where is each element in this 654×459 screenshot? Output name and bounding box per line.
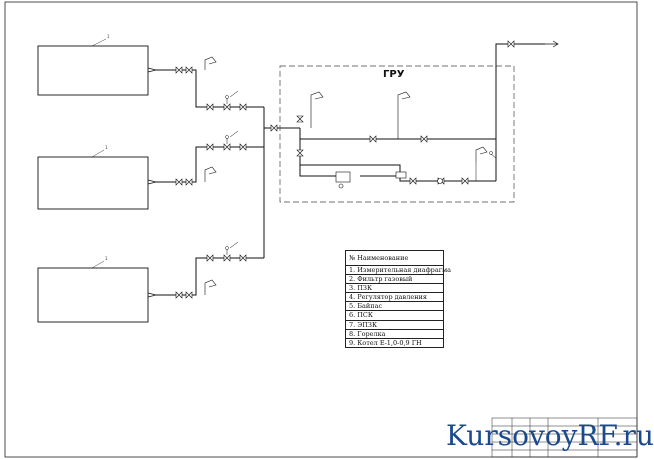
burner-nozzles: [147, 67, 157, 298]
legend-item: 6. ПСК: [346, 311, 443, 321]
burner-flag-icons: [204, 56, 217, 295]
boiler-2: [37, 156, 149, 210]
legend-item: 7. ЭПЗК: [346, 321, 443, 330]
drawing-frame: [4, 1, 638, 458]
legend-item: 3. ПЗК: [346, 284, 443, 294]
boiler-number-label: 1: [107, 34, 110, 39]
boiler-number-label: 1: [105, 256, 108, 261]
outlet-arrow-icon: [545, 40, 559, 48]
legend-header: № Наименование: [346, 251, 443, 266]
legend-item: 2. Фильтр газовый: [346, 275, 443, 285]
legend-item: 9. Котел Е-1,0-0,9 ГН: [349, 338, 422, 347]
legend-item: 4. Регулятор давления: [346, 293, 443, 303]
valve-icons: [175, 66, 278, 299]
site-watermark: KursovoyRF.ru: [446, 419, 654, 452]
legend-table: № Наименование 1. Измерительная диафрагм…: [345, 250, 451, 348]
title-block: [491, 417, 638, 458]
gru-piping: [299, 43, 545, 182]
boiler-number-label: 1: [105, 145, 108, 150]
gru-enclosure: [279, 65, 515, 203]
gru-flag-icons: [310, 91, 488, 162]
boiler-3: [37, 267, 149, 323]
gru-equipment: [296, 40, 515, 189]
legend-item: 1. Измерительная диафрагма: [346, 266, 451, 276]
legend-item: 5. Байпас: [346, 302, 443, 312]
gru-label: ГРУ: [383, 69, 405, 80]
legend-item: 8. Горелка: [346, 330, 443, 339]
schematic-drawing: 1 1 1: [4, 1, 638, 458]
boiler-1: [37, 45, 149, 96]
